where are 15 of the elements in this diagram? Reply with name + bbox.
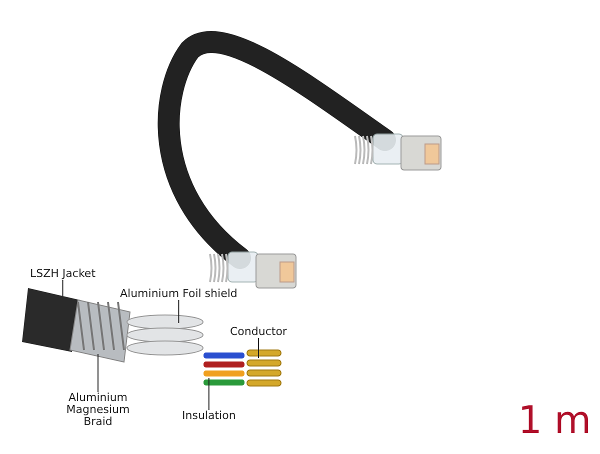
callout-label: Aluminium Foil shield [120, 288, 238, 300]
length-label: 1 m [518, 400, 592, 440]
foil-shield [126, 314, 204, 356]
callout-label: Aluminium Magnesium Braid [62, 392, 134, 428]
callout-label: LSZH Jacket [30, 268, 96, 280]
callout-label: Conductor [230, 326, 287, 338]
leader-line [62, 280, 64, 296]
leader-line [258, 338, 259, 358]
callout-label: Insulation [182, 410, 236, 422]
leader-line [208, 378, 210, 410]
wire-insulation [202, 352, 246, 386]
cable-jacket [22, 288, 80, 352]
leader-line [178, 300, 180, 324]
copper-conductor [246, 350, 282, 386]
braid-shield [69, 299, 131, 363]
